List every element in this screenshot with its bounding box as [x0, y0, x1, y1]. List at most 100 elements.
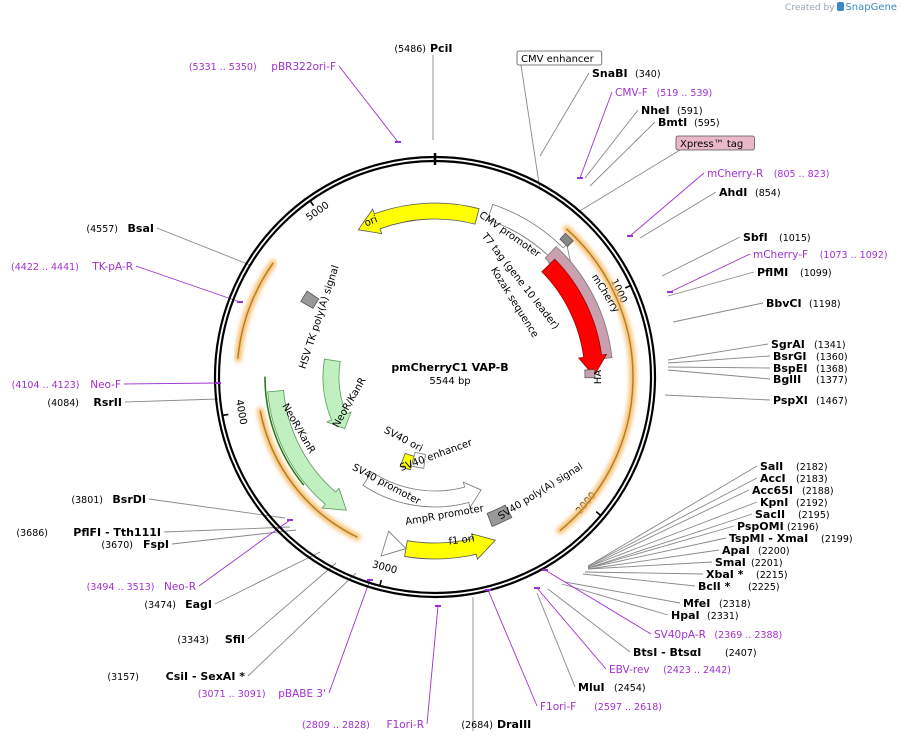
site-name: MfeI	[683, 597, 710, 610]
site-leader	[587, 477, 758, 567]
primer-name: Neo-R	[164, 581, 196, 593]
site-leader	[667, 366, 771, 369]
site-leader	[587, 537, 727, 569]
site-name: PflFI - Tth111I	[73, 526, 161, 539]
primer-leader	[629, 172, 705, 237]
primer-cmv-f: CMV-F(519 .. 539)	[577, 87, 712, 179]
scale-tick-label: 5000	[304, 200, 331, 224]
site-position: (591)	[677, 106, 703, 117]
site-name: XbaI *	[706, 568, 744, 581]
cmv-enhancer-boxed-label: CMV enhancer	[516, 50, 603, 66]
ampr-promoter-arrow	[380, 530, 407, 557]
primer-sv40pa-r: SV40pA-R (2369 .. 2388)	[542, 569, 782, 641]
site-position: (854)	[755, 188, 781, 199]
kozak-block	[559, 232, 574, 248]
boxed-label-text: CMV enhancer	[521, 54, 595, 65]
site-name: PspXI	[773, 394, 808, 407]
label-leader-lines	[123, 55, 771, 731]
xpress-tag-boxed-label: Xpress™ tag	[675, 135, 755, 151]
site-position: (2200)	[758, 546, 790, 557]
boxed-label-frame	[516, 50, 603, 66]
scale-tick	[624, 284, 631, 289]
primer-f1ori-r: F1ori-R(2809 .. 2828)	[302, 605, 441, 731]
site-draiii: DraIII(2684)	[461, 718, 531, 731]
site-position: (2215)	[756, 570, 788, 581]
site-name: FspI	[143, 538, 169, 551]
site-position: (1467)	[816, 396, 848, 407]
site-name: BmtI	[658, 116, 687, 129]
site-ahdi: AhdI(854)	[719, 186, 781, 199]
site-position: (2199)	[821, 534, 853, 545]
site-kpni: KpnI(2192)	[760, 496, 828, 509]
site-leader	[667, 369, 771, 380]
site-name: MluI	[578, 681, 605, 694]
site-position: (2196)	[787, 522, 819, 533]
site-leader	[587, 549, 720, 570]
site-bsai: BsaI(4557)	[86, 222, 154, 235]
site-sbfi: SbfI(1015)	[743, 231, 811, 244]
primer-name: SV40pA-R	[654, 629, 706, 641]
primer-name: mCherry-F	[753, 249, 808, 261]
site-leader	[664, 394, 771, 401]
site-position: (3157)	[107, 672, 139, 683]
site-name: SmaI	[715, 556, 746, 569]
primer-range: (805 .. 823)	[774, 169, 830, 180]
primer-range: (3071 .. 3091)	[198, 689, 266, 700]
primer-name: pBR322ori-F	[271, 61, 336, 73]
neor-kanr-outer-arrow	[267, 389, 347, 511]
primer-leader	[544, 569, 652, 635]
site-mlui: MluI(2454)	[578, 681, 646, 694]
site-bglii: BglII(1377)	[773, 373, 848, 386]
feature-arrows	[234, 202, 637, 560]
site-pflfi-tth111i: PflFI - Tth111I(3686)	[16, 526, 161, 539]
primer-leader	[487, 589, 538, 707]
sv40-ori-label: SV40 ori	[382, 425, 424, 454]
site-name: NheI	[641, 104, 670, 117]
plasmid-name: pmCherryC1 VAP-B	[391, 361, 508, 374]
sv40-polya-label: SV40 poly(A) signal	[496, 461, 585, 522]
site-leader	[589, 121, 656, 187]
site-leader	[171, 529, 297, 545]
site-position: (3343)	[177, 635, 209, 646]
primer-f1ori-f: F1ori-F(2597 .. 2618)	[485, 589, 662, 713]
primer-name: CMV-F	[615, 87, 648, 99]
site-position: (1198)	[809, 299, 841, 310]
watermark-prefix: Created by	[785, 3, 835, 13]
site-position: (1368)	[816, 364, 848, 375]
site-leader	[564, 581, 681, 604]
site-position: (1360)	[816, 352, 848, 363]
boxed-label-leader	[577, 149, 681, 213]
site-position: (2318)	[719, 599, 751, 610]
primer-range: (2369 .. 2388)	[714, 630, 782, 641]
site-eagi: EagI(3474)	[144, 598, 212, 611]
site-name: BsrDI	[112, 493, 146, 506]
site-name: BtsI - BtsαI	[633, 646, 701, 659]
primer-range: (2423 .. 2442)	[663, 665, 731, 676]
site-leader	[124, 398, 219, 403]
site-leader	[587, 513, 753, 569]
site-btsi-bts-i: BtsI - BtsαI (2407)	[633, 646, 757, 659]
site-sacii: SacII(2195)	[755, 508, 830, 521]
site-bsrgi: BsrGI(1360)	[773, 350, 848, 363]
watermark-brand: SnapGene	[845, 2, 897, 13]
site-name: PflMI	[757, 266, 788, 279]
site-leader	[587, 465, 758, 567]
primer-name: mCherry-R	[707, 168, 763, 180]
site-name: BsaI	[128, 222, 154, 235]
site-position: (2407)	[725, 648, 757, 659]
primer-name: EBV-rev	[609, 664, 650, 676]
scale-tick	[595, 511, 602, 517]
site-position: (4084)	[47, 398, 79, 409]
site-name: Acc65I	[752, 484, 793, 497]
site-name: PciI	[430, 42, 452, 55]
primer-tk-pa-r: TK-pA-R(4422 .. 4441)	[11, 261, 243, 303]
site-rsrii: RsrII(4084)	[47, 396, 122, 409]
scale-tick-label: 4000	[233, 399, 248, 426]
site-position: (1341)	[814, 340, 846, 351]
scale-tick	[379, 579, 383, 587]
site-leader	[539, 72, 590, 157]
primer-name: F1ori-R	[387, 719, 424, 731]
site-leader	[584, 571, 704, 575]
site-xbai: XbaI * (2215)	[706, 568, 788, 581]
